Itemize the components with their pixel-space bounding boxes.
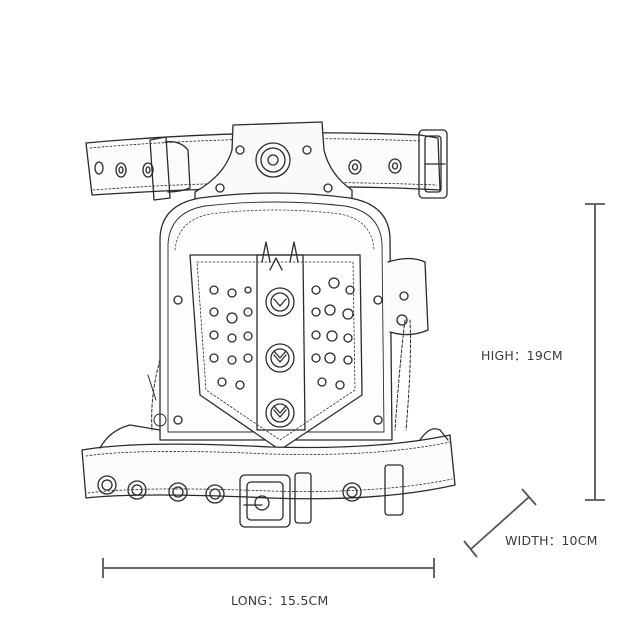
side-pocket xyxy=(387,257,429,336)
leg-belt xyxy=(81,424,456,528)
bag-body xyxy=(159,192,393,451)
width-dimension-line xyxy=(463,488,537,558)
width-label: WIDTH：10CM xyxy=(505,533,598,548)
bag-top-flap xyxy=(194,121,353,216)
height-dimension-line xyxy=(585,203,605,501)
height-label: HIGH：19CM xyxy=(481,348,563,363)
length-label: LONG：15.5CM xyxy=(231,593,329,608)
chain-decor xyxy=(147,319,411,431)
length-dimension-line xyxy=(102,558,435,578)
